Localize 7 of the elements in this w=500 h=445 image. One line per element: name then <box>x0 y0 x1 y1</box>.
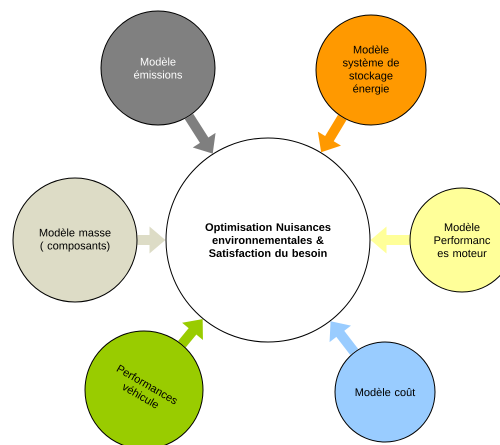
circle-node: Optimisation Nuisances environnementales & Satisfaction du besoin <box>166 138 370 342</box>
circle-node: Modèle coût <box>334 342 436 442</box>
circle-node: Modèle masse ( composants) <box>12 178 138 302</box>
circle-node: Modèle émissions <box>100 10 216 126</box>
circle-node: Modèle système de stockage énergie <box>316 14 426 126</box>
circle-node: Modèle Performanc es moteur <box>410 188 500 292</box>
block-arrow <box>178 319 203 348</box>
